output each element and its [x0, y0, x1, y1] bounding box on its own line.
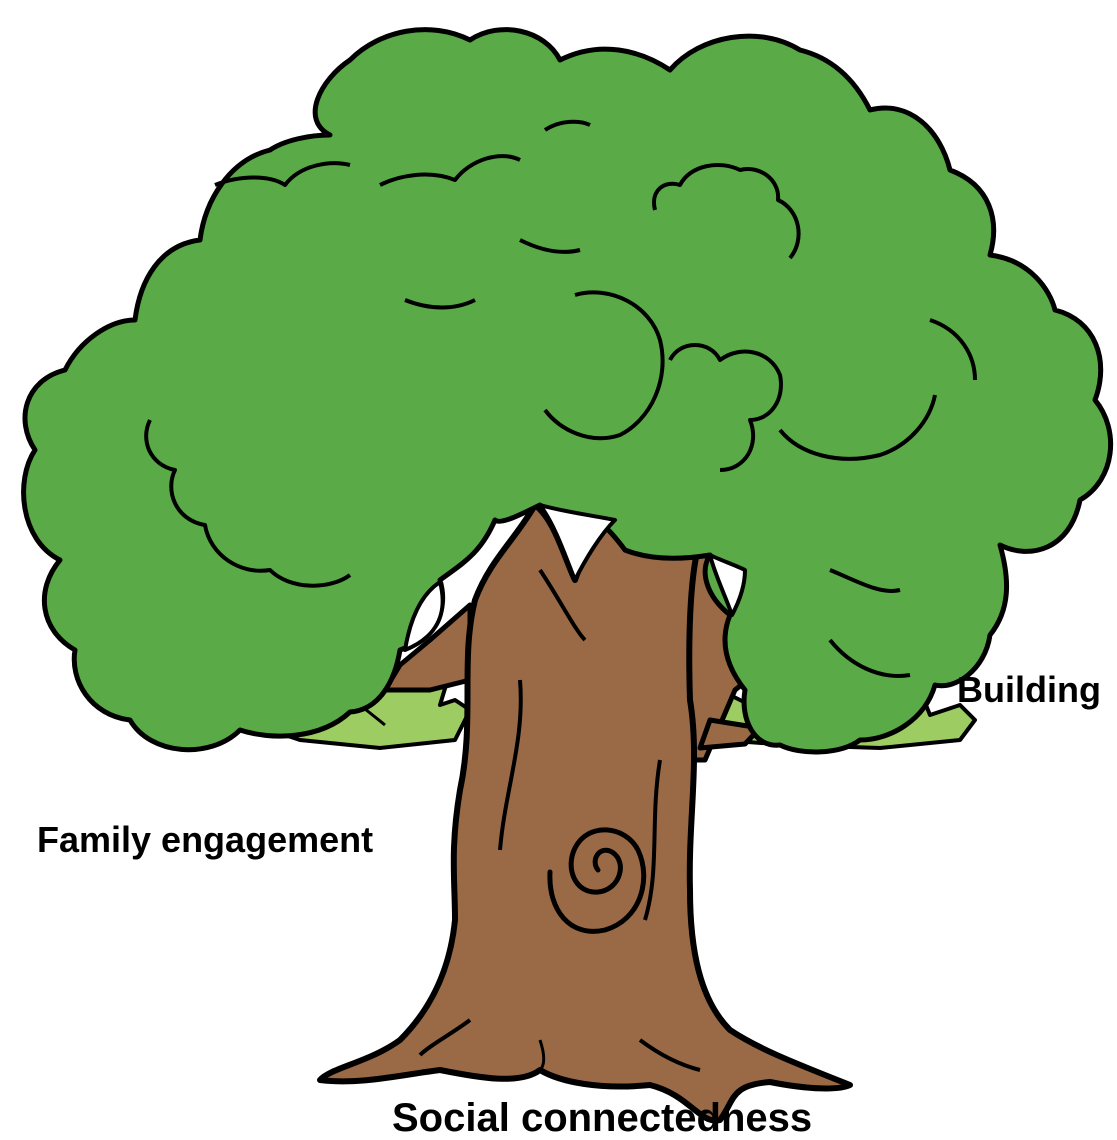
knot-spiral-icon [547, 827, 647, 934]
tree-canopy [21, 27, 1114, 755]
canopy-gaps [403, 503, 747, 652]
label-building: Building [957, 669, 1101, 710]
label-social-connectedness: Social connectedness [392, 1096, 813, 1140]
tree-trunk [317, 502, 853, 1124]
label-family-engagement: Family engagement [37, 819, 374, 860]
